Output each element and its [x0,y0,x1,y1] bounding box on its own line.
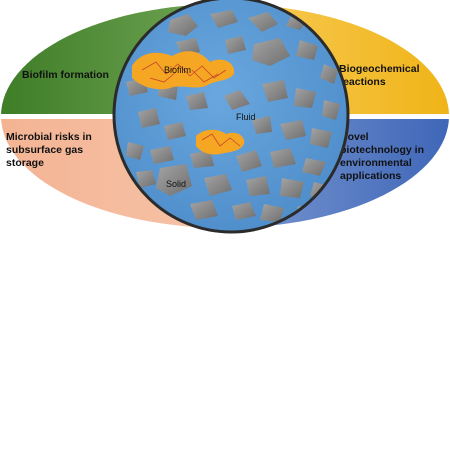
rock-grain [168,14,198,36]
rock-grain [236,150,262,172]
rock-grain [156,164,192,196]
rock-grain [252,38,290,66]
rock-grain [210,10,238,28]
porous-media-circle: Biofilm Fluid Solid [112,0,350,234]
rock-grain [322,100,340,120]
label-biofilm-formation: Biofilm formation [22,69,109,81]
rock-grain [136,170,156,188]
rock-grain [150,146,174,164]
rock-grain [176,38,200,56]
rock-grain [260,204,284,222]
rock-grain [190,200,218,220]
biofilm-patch-top [132,51,235,90]
circle-border [112,0,350,234]
rock-grain [164,122,186,140]
rock-grain [246,176,270,196]
rock-grain [248,12,278,32]
rock-grain [252,116,272,134]
rock-grain [262,80,288,102]
rock-grain [224,90,250,110]
rock-grain [190,150,214,168]
label-biogeochemical-reactions: Biogeochemical reactions [339,63,422,88]
label-microbial-risks: Microbial risks in subsurface gas storag… [6,131,95,169]
rock-grain [204,174,232,196]
rock-grain [232,202,256,220]
label-fluid: Fluid [236,112,256,122]
rock-grain [138,108,160,128]
rock-grain [280,120,306,140]
rock-grain [225,36,246,54]
rock-grain [310,128,332,148]
rock-grain [186,92,208,110]
rock-grain [280,178,304,198]
rock-grain [320,64,338,84]
rock-grain [270,148,296,168]
rock-grain [302,158,326,176]
label-solid: Solid [166,179,186,189]
rock-grain [296,40,318,60]
rock-grain [294,88,316,108]
rock-grain [126,142,144,160]
label-novel-biotechnology: Novel biotechnology in environmental app… [340,131,427,182]
biofilm-patch-center [196,129,245,155]
label-biofilm: Biofilm [164,65,191,75]
